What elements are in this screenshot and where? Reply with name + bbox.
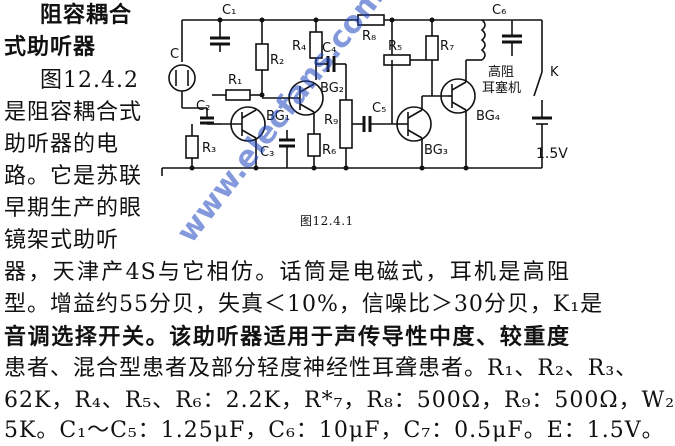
label-r8: R₈ xyxy=(362,29,376,44)
body-line-3: 音调选择开关。该助听器适用于声传导性中度、较重度 xyxy=(4,324,570,350)
left-text-line-4: 是阻容耦合式 xyxy=(4,100,143,125)
label-bg4: BG₄ xyxy=(476,109,500,124)
circuit-diagram: C₁ C R₁ R₂ C₂ R₃ BG₁ C₃ R₄ C₄ BG₂ R₆ R₈ … xyxy=(161,3,568,176)
label-c4: C₄ xyxy=(322,41,336,56)
label-bg3: BG₃ xyxy=(424,143,448,158)
label-r7: R₇ xyxy=(440,39,454,54)
label-r6: R₆ xyxy=(322,143,336,158)
label-c5-mid: C₅ xyxy=(372,101,386,116)
figure-caption: 图12.4.1 xyxy=(300,214,354,228)
label-r5: R₅ xyxy=(388,39,402,54)
label-c2: C₂ xyxy=(196,99,210,114)
body-line-6: 5K。C₁～C₅：1.25μF，C₆：10μF，C₇：0.5μF。E：1.5V。 xyxy=(4,418,665,443)
label-r4: R₄ xyxy=(292,39,306,54)
document-page: 阻容耦合 式助听器 图12.4.2 是阻容耦合式 助听器的电 路。它是苏联 早期… xyxy=(4,0,675,443)
label-earphone-2: 耳塞机 xyxy=(482,80,521,96)
label-r9: R₉ xyxy=(324,113,338,128)
left-text-line-5: 助听器的电 xyxy=(4,132,120,157)
body-line-4: 患者、混合型患者及部分轻度神经性耳聋患者。R₁、R₂、R₃、 xyxy=(4,356,639,381)
left-text-line-8: 镜架式助听 xyxy=(4,228,120,253)
article-title-line-1: 阻容耦合 xyxy=(40,2,133,28)
article-title-line-2: 式助听器 xyxy=(4,34,97,60)
label-battery: 1.5V xyxy=(536,146,568,162)
label-c6: C₆ xyxy=(492,3,506,18)
left-text-line-7: 早期生产的眼 xyxy=(4,196,143,221)
label-r3: R₃ xyxy=(202,141,216,156)
label-c3: C₃ xyxy=(260,145,274,160)
body-line-5: 62K，R₄、R₅、R₆：2.2K，R*₇，R₈：500Ω，R₉：500Ω，W₂ xyxy=(4,388,675,413)
label-bg1: BG₁ xyxy=(266,109,290,124)
label-bg2: BG₂ xyxy=(320,81,344,96)
label-mic: C xyxy=(170,47,179,62)
left-text-line-6: 路。它是苏联 xyxy=(4,164,143,189)
body-line-2: 型。增益约55分贝，失真＜10%，信噪比＞30分贝，K₁是 xyxy=(4,292,604,317)
body-line-1: 器，天津产4S与它相仿。话筒是电磁式，耳机是高阻 xyxy=(4,260,570,285)
label-c1: C₁ xyxy=(222,3,236,18)
label-r2: R₂ xyxy=(270,53,284,68)
left-text-line-3: 图12.4.2 xyxy=(40,68,139,93)
label-earphone-1: 高阻 xyxy=(488,64,514,80)
label-r1: R₁ xyxy=(228,73,242,88)
label-k: K xyxy=(550,65,559,80)
